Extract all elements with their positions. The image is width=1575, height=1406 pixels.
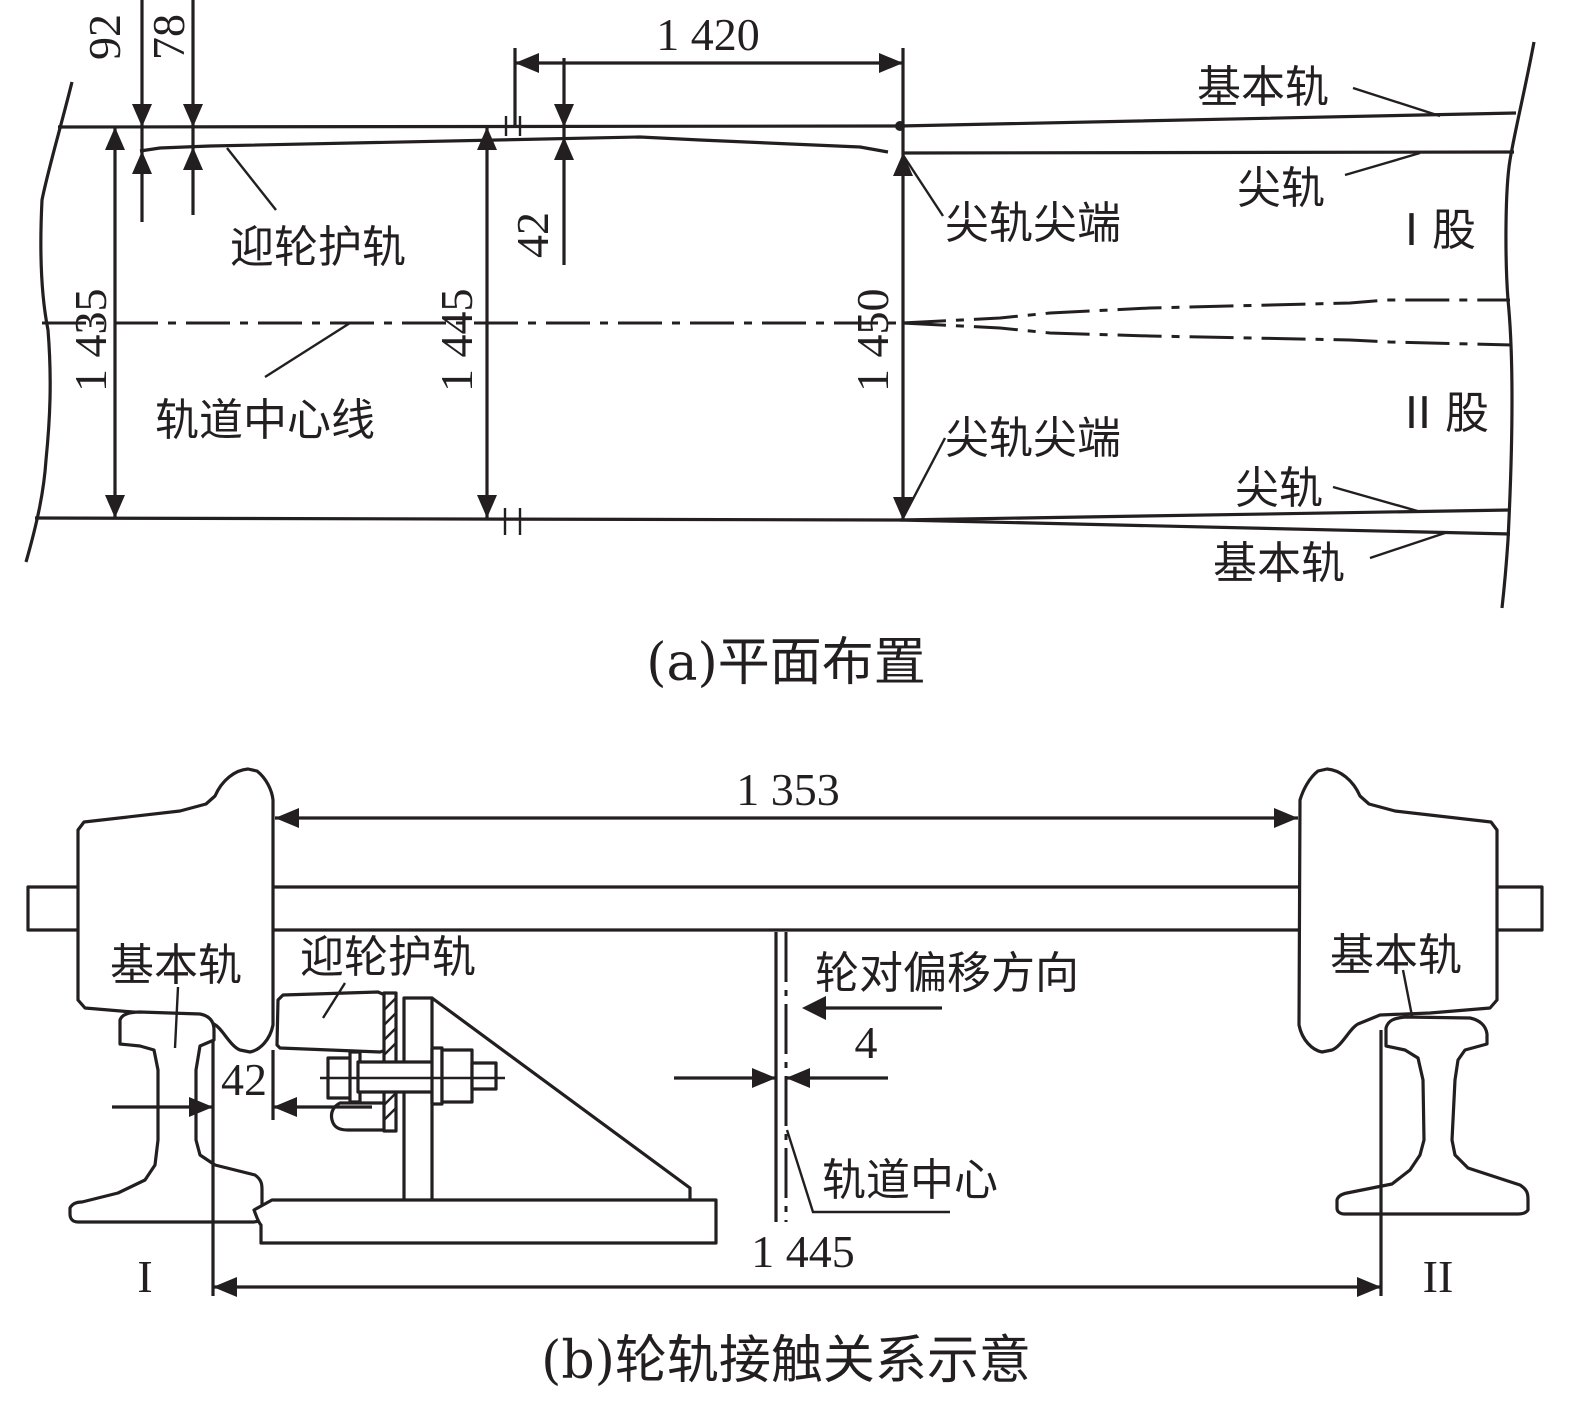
left-break-line [24,81,74,563]
leader-track-center [785,1129,950,1214]
base-plate [252,1198,718,1245]
leader-switch-rail-top [1344,151,1421,177]
label-track-center: 轨道中心 [822,1155,998,1206]
caption-b: (b)轮轨接触关系示意 [541,1331,1031,1391]
dim-1450-label: 1 450 [847,289,898,393]
leader-switch-rail-bottom [1332,485,1422,514]
label-guard-rail-section: 迎轮护轨 [300,932,476,983]
label-stock-rail-top: 基本轨 [1197,62,1329,113]
switch-rail-top-line [901,150,1515,155]
dimension-1445-plan: 1 445 [431,127,497,518]
dim-42-section-label: 42 [221,1054,267,1105]
dimension-1450: 1 450 [847,121,913,520]
label-stock-rail-left: 基本轨 [110,940,242,991]
guard-rail-assembly [252,990,718,1245]
dim-1420-label: 1 420 [656,9,760,60]
label-switch-rail-bottom: 尖轨 [1235,463,1323,514]
dim-1445-section-label: 1 445 [751,1226,855,1277]
label-stock-rail-right: 基本轨 [1330,930,1462,981]
dimension-42-section: 42 [112,1040,372,1296]
caption-a: (a)平面布置 [646,633,926,693]
wheel-rail-contact: 1 353 42 4 [26,764,1544,1391]
dimension-1445-section: 1 445 [213,1030,1383,1297]
guard-rail-line [139,135,889,154]
bracket-rib [431,996,692,1201]
label-guard-rail: 迎轮护轨 [230,222,406,273]
dim-1353-label: 1 353 [736,764,840,815]
dim-4-label: 4 [855,1017,878,1068]
plan-layout: 92 78 1 435 1 445 1 [24,0,1536,693]
dimension-42-plan: 42 [507,58,574,265]
bracket-web [402,996,434,1203]
leader-stock-rail-top [1352,86,1441,118]
label-side-2: II [1423,1251,1454,1302]
dim-42-plan-label: 42 [507,212,558,258]
right-break-line [1500,41,1536,609]
leader-guard-rail-section [321,982,347,1019]
label-side-1: I [137,1251,152,1302]
break-mark-top [504,116,522,136]
dimension-1420: 1 420 [513,9,905,128]
break-mark-bottom [503,508,522,535]
axle [26,885,1544,932]
label-switch-point-top: 尖轨尖端 [945,198,1121,249]
right-wheel [1297,767,1499,1054]
leader-guard-rail [226,147,277,211]
dimension-78: 78 [143,0,203,215]
leader-centerline [264,321,351,379]
dim-78-label: 78 [143,14,194,60]
leader-switch-point-bottom [901,437,947,519]
diverging-centerline-1 [901,298,1510,325]
leader-stock-rail-bottom [1369,531,1446,560]
label-branch-1: I 股 [1405,205,1476,256]
hatch-lines [383,997,397,1121]
bolt-end [470,1061,498,1091]
label-track-centerline: 轨道中心线 [155,395,375,446]
centerline-offset: 4 [674,932,950,1222]
bolt-nut [440,1048,474,1104]
guard-rail-head [275,990,388,1054]
stock-rail-bottom-line [34,516,1511,536]
dimension-1435: 1 435 [65,127,125,518]
label-stock-rail-bottom: 基本轨 [1213,538,1345,589]
leader-switch-point-top [901,154,945,217]
label-offset-direction: 轮对偏移方向 [815,948,1079,999]
dimension-1353: 1 353 [275,764,1298,828]
dim-92-label: 92 [79,14,130,60]
diverging-centerline-2 [901,321,1513,347]
label-branch-2: II 股 [1405,388,1489,439]
right-stock-rail [1335,1015,1530,1216]
dim-1445-plan-label: 1 445 [431,289,482,393]
switch-rail-bottom-line [899,508,1511,522]
left-wheel [76,767,275,1054]
dim-1435-label: 1 435 [65,289,116,393]
stock-rail-top-line [57,111,1517,129]
label-switch-rail-top: 尖轨 [1237,163,1325,214]
label-switch-point-bottom: 尖轨尖端 [945,413,1121,464]
leader-stock-rail-right [1401,969,1414,1017]
leader-stock-rail-left [173,986,180,1049]
dimension-92: 92 [79,0,152,222]
